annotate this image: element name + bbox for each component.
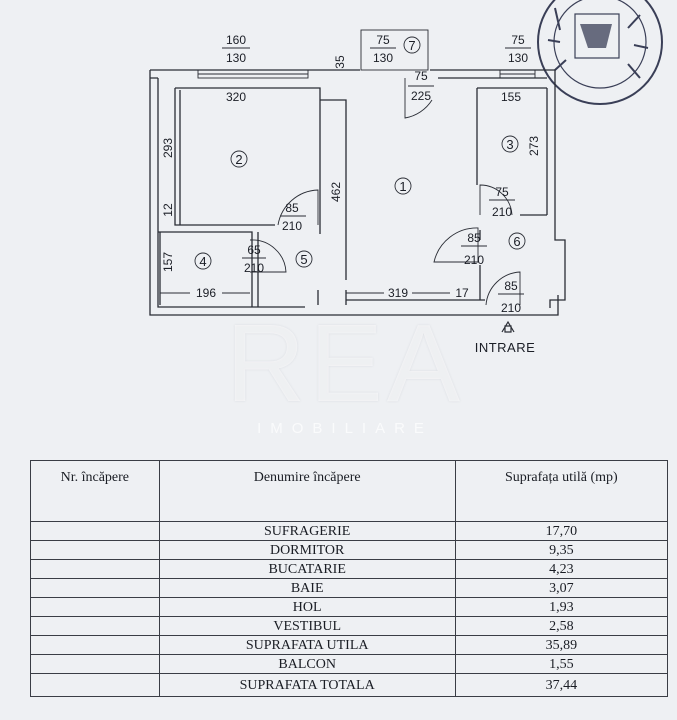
cell-name: HOL (158, 597, 456, 617)
header-room-name: Denumire încăpere (158, 460, 456, 522)
dimension-labels: 160 130 35 75 130 75 225 75 130 320 293 … (160, 33, 541, 315)
cell-area: 1,93 (454, 597, 669, 617)
dim-210-hol: 210 (464, 253, 484, 267)
dim-160: 160 (226, 33, 246, 47)
rooms-area-table: Nr. încăpere Denumire încăpere Suprafața… (30, 460, 669, 697)
cell-area: 9,35 (454, 540, 669, 560)
cell-area: 1,55 (454, 654, 669, 674)
dim-319: 319 (388, 286, 408, 300)
cell-nr (30, 559, 160, 579)
dim-130-right: 130 (508, 51, 528, 65)
windows (197, 69, 536, 79)
entrance-arrow-icon (501, 320, 515, 333)
dim-65-baie: 65 (247, 243, 261, 257)
room-6: 6 (513, 234, 520, 249)
cell-name: VESTIBUL (158, 616, 456, 636)
table-header-row: Nr. încăpere Denumire încăpere Suprafața… (30, 460, 669, 522)
balcony (360, 29, 433, 119)
room-3: 3 (506, 137, 513, 152)
cell-name: BALCON (158, 654, 456, 674)
entrance-marker: INTRARE (475, 320, 536, 355)
dim-85-hol: 85 (467, 231, 481, 245)
dim-75-balcony: 75 (376, 33, 390, 47)
interior-walls (158, 87, 548, 307)
cell-nr (30, 597, 160, 617)
dim-210-baie: 210 (244, 261, 264, 275)
dim-293: 293 (161, 138, 175, 158)
cell-nr (30, 673, 160, 697)
dim-210-dormitor: 210 (282, 219, 302, 233)
cadastre-stamp (537, 0, 663, 105)
dim-130-balcony: 130 (373, 51, 393, 65)
header-useful-area: Suprafața utilă (mp) (454, 460, 669, 522)
room-5: 5 (300, 252, 307, 267)
dim-12: 12 (161, 203, 175, 217)
room-numbers: 1 2 3 4 5 6 7 (194, 36, 526, 270)
cell-area: 2,58 (454, 616, 669, 636)
dim-85-entrance: 85 (504, 279, 518, 293)
cell-nr (30, 635, 160, 655)
doors (249, 184, 521, 306)
dim-210-entrance: 210 (501, 301, 521, 315)
room-4: 4 (199, 254, 206, 269)
dim-85-dormitor: 85 (285, 201, 299, 215)
dim-196: 196 (196, 286, 216, 300)
dim-155: 155 (501, 90, 521, 104)
dim-35: 35 (333, 55, 347, 69)
cell-area: 17,70 (454, 521, 669, 541)
cell-nr (30, 654, 160, 674)
dim-130-left: 130 (226, 51, 246, 65)
cell-area: 3,07 (454, 578, 669, 598)
room-2: 2 (235, 152, 242, 167)
room-1: 1 (399, 179, 406, 194)
dim-273: 273 (527, 136, 541, 156)
dim-75-door: 75 (414, 69, 428, 83)
cell-area: 4,23 (454, 559, 669, 579)
dim-320: 320 (226, 90, 246, 104)
dim-75-kitchen: 75 (495, 185, 509, 199)
cell-nr (30, 540, 160, 560)
cell-nr (30, 578, 160, 598)
cell-name: SUFRAGERIE (158, 521, 456, 541)
cell-nr (30, 616, 160, 636)
entrance-label: INTRARE (475, 340, 536, 355)
dim-210-kitchen: 210 (492, 205, 512, 219)
room-7: 7 (408, 38, 415, 53)
cell-name: BUCATARIE (158, 559, 456, 579)
dim-17: 17 (455, 286, 469, 300)
cell-name: SUPRAFATA TOTALA (158, 673, 456, 697)
cell-name: BAIE (158, 578, 456, 598)
cell-name: DORMITOR (158, 540, 456, 560)
header-room-number: Nr. încăpere (30, 460, 160, 522)
cell-area: 37,44 (454, 673, 669, 697)
cell-name: SUPRAFATA UTILA (158, 635, 456, 655)
floor-plan: 160 130 35 75 130 75 225 75 130 320 293 … (149, 0, 663, 355)
dim-225: 225 (411, 89, 431, 103)
dim-157: 157 (161, 252, 175, 272)
dim-75-right: 75 (511, 33, 525, 47)
cell-nr (30, 521, 160, 541)
dim-462: 462 (329, 182, 343, 202)
cell-area: 35,89 (454, 635, 669, 655)
